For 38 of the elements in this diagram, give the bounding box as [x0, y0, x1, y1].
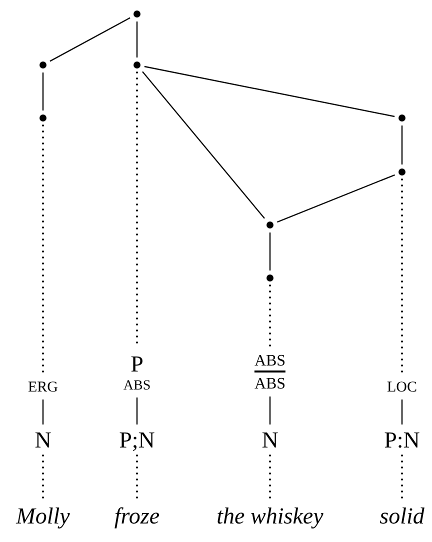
tree-branch-line — [401, 126, 403, 164]
category-label: ERG — [28, 380, 58, 396]
category-label: ABS — [123, 380, 151, 394]
category-label: N — [262, 428, 278, 452]
tree-node-dot — [398, 114, 406, 122]
category-label: P:N — [384, 428, 420, 452]
word-label: Molly — [16, 504, 70, 528]
tree-branch-line — [136, 22, 138, 58]
category-label: ABS — [254, 354, 286, 372]
tree-node-dot — [40, 62, 46, 68]
tree-branch-line — [401, 400, 403, 424]
tree-branch-line — [42, 72, 44, 110]
tree-branch-line — [269, 396, 271, 424]
category-label: N — [34, 428, 52, 452]
word-label: froze — [114, 504, 160, 528]
tree-node-dot — [134, 10, 140, 18]
tree-branch-line — [269, 232, 271, 270]
tree-branch-line — [42, 400, 44, 424]
dotted-line — [42, 454, 44, 502]
category-label: P;N — [119, 428, 155, 452]
tree-node-dot — [134, 62, 140, 68]
tree-node-dot — [266, 222, 274, 228]
tree-branch-line — [50, 17, 130, 62]
dotted-line — [401, 454, 403, 502]
dotted-line — [269, 454, 271, 502]
category-label: ABS — [254, 376, 286, 392]
tree-branch-line — [142, 71, 265, 219]
category-label: LOC — [387, 380, 417, 396]
tree-branch-line — [136, 398, 138, 424]
tree-node-dot — [398, 168, 406, 176]
word-label: solid — [380, 504, 424, 528]
tree-node-dot — [40, 114, 46, 122]
category-label: P — [130, 352, 144, 376]
tree-node-dot — [266, 274, 274, 282]
word-label: the whiskey — [216, 504, 324, 528]
tree-branch-line — [144, 66, 395, 118]
dotted-line — [136, 454, 138, 502]
tree-branch-line — [276, 174, 396, 223]
